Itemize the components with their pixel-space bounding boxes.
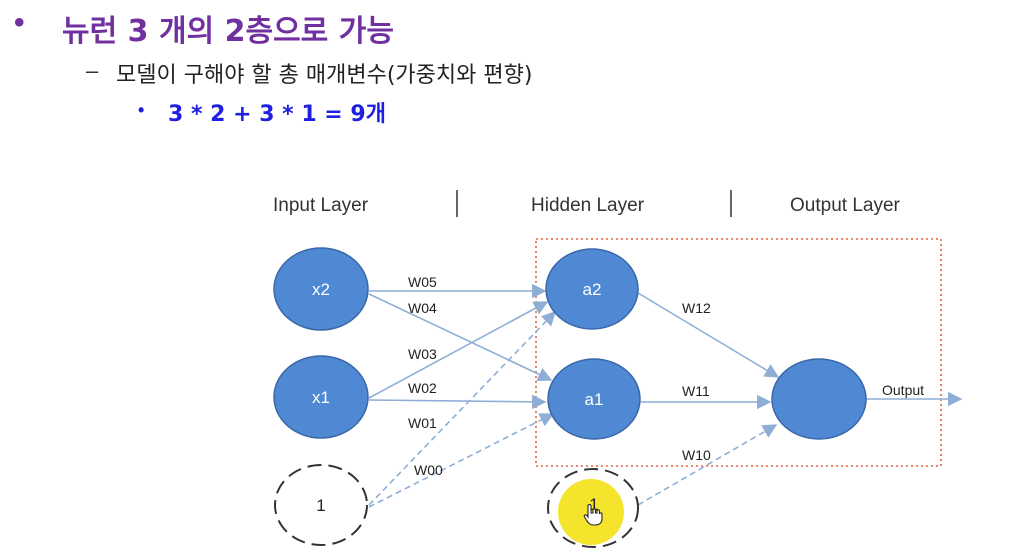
output-layer-title: Output Layer <box>790 195 901 216</box>
weight-label-w10: W10 <box>682 447 711 463</box>
hidden-output-dotted-box <box>535 238 942 467</box>
weight-label-w05: W05 <box>408 274 437 290</box>
weight-line-w02 <box>368 394 547 410</box>
weight-label-w00: W00 <box>414 462 443 478</box>
weight-line-w10 <box>637 424 778 506</box>
weight-line-w01 <box>368 310 556 506</box>
node-a2-label: a2 <box>583 280 602 299</box>
slide-title-line: 뉴런 3 개의 2층으로 가능 <box>62 14 394 49</box>
hand-cursor-icon <box>583 503 603 526</box>
dash-level-2: – <box>86 58 99 83</box>
input-layer-title: Input Layer <box>273 195 369 216</box>
node-a1 <box>547 358 641 440</box>
weight-line-w03 <box>368 301 549 399</box>
bullet-level-1: • <box>14 6 25 39</box>
node-bias-hidden-label: 1 <box>589 495 598 514</box>
node-a2 <box>545 248 639 330</box>
weight-label-w12: W12 <box>682 300 711 316</box>
bullet-level-3: • <box>138 100 145 120</box>
node-output <box>771 358 867 440</box>
parameter-description-line: 모델이 구해야 할 총 매개변수(가중치와 편향) <box>116 63 533 88</box>
node-a1-label: a1 <box>585 390 604 409</box>
weight-line-w04 <box>368 293 553 381</box>
parameter-count-formula: 3 * 2 + 3 * 1 = 9개 <box>168 102 386 127</box>
hidden-layer-title: Hidden Layer <box>531 195 645 216</box>
weight-label-w11: W11 <box>682 383 710 399</box>
node-bias-input-label: 1 <box>316 496 325 515</box>
node-x1 <box>273 355 369 439</box>
node-x2 <box>273 247 369 331</box>
weight-label-w04: W04 <box>408 300 437 316</box>
node-x1-label: x1 <box>312 388 330 407</box>
weight-label-w02: W02 <box>408 380 437 396</box>
weight-label-w03: W03 <box>408 346 437 362</box>
weight-label-w01: W01 <box>408 415 437 431</box>
node-x2-label: x2 <box>312 280 330 299</box>
weight-line-w00 <box>368 413 555 508</box>
node-bias-input <box>274 464 368 546</box>
weight-line-w12 <box>637 292 780 378</box>
output-label: Output <box>882 382 924 398</box>
